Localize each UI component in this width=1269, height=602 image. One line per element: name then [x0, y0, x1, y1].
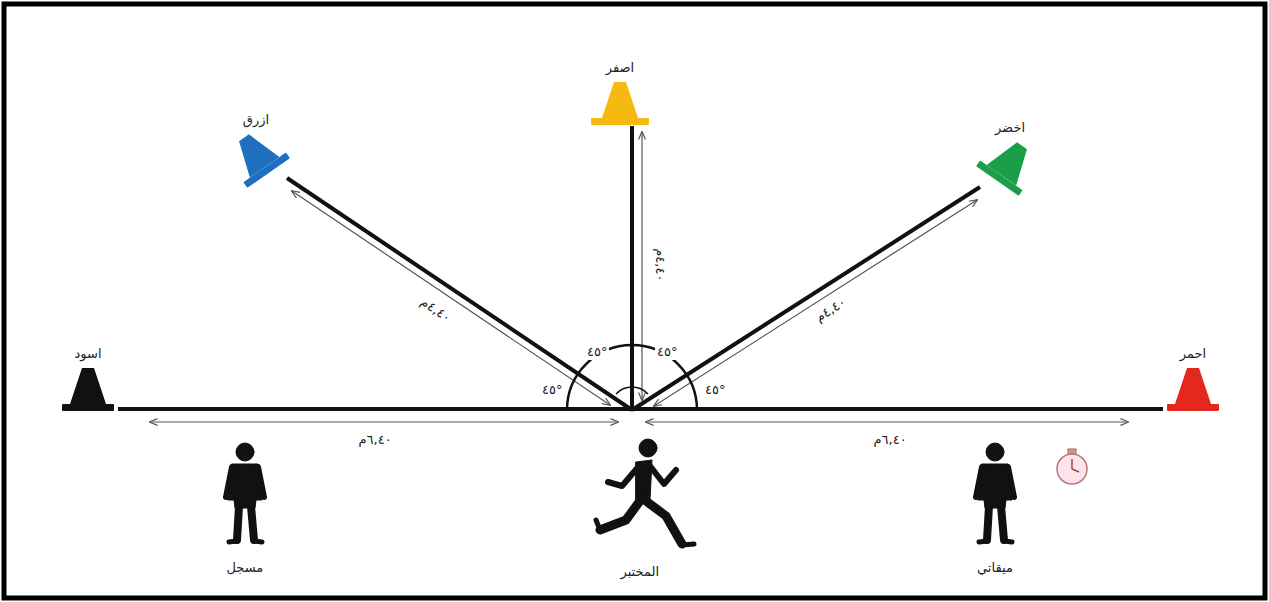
run-line — [630, 126, 634, 410]
angle-label: ٤٥° — [585, 344, 609, 360]
cone-label: اصفر — [606, 60, 634, 80]
angle-arc — [567, 345, 697, 410]
cone-label: اخضر — [995, 120, 1025, 140]
person-label: ميقاتي — [975, 560, 1015, 576]
angle-label: ٤٥° — [703, 382, 727, 398]
cone-shape — [1165, 366, 1221, 412]
person-label: مسجل — [225, 560, 266, 576]
angle-label: ٤٥° — [655, 344, 679, 360]
cone-label: ازرق — [243, 112, 269, 132]
base-line — [118, 407, 1163, 411]
dimension-line — [150, 421, 618, 422]
cone-marker: ازرق — [226, 112, 286, 178]
cone-shape — [60, 366, 116, 412]
dimension-label: ٤,٤٠م — [810, 293, 850, 326]
dimension-label: ٦,٤٠م — [872, 432, 909, 448]
cone-marker: اصفر — [587, 60, 653, 126]
frame — [4, 4, 1265, 598]
dimension-label: ٤,٤٠م — [652, 246, 668, 283]
dimension-line — [641, 132, 642, 400]
run-line — [632, 187, 980, 410]
dimension-line — [292, 191, 610, 405]
cone-label: اسود — [74, 346, 101, 366]
dimension-label: ٦,٤٠م — [357, 432, 394, 448]
angle-label: ٤٥° — [540, 382, 564, 398]
cone-label: احمر — [1180, 346, 1206, 366]
cone-marker: اسود — [58, 346, 118, 412]
stopwatch-icon — [1057, 449, 1087, 484]
angle-arc — [616, 387, 648, 394]
runner-figure — [596, 439, 694, 545]
cone-marker: اخضر — [980, 120, 1040, 186]
cone-shape — [220, 120, 292, 190]
person-label: المختبر — [619, 564, 662, 580]
recorder-figure — [226, 443, 264, 542]
dimension-line — [646, 421, 1128, 422]
timekeeper-figure — [976, 443, 1014, 542]
run-line — [287, 178, 632, 410]
dimension-line — [654, 200, 977, 406]
dimension-label: ٤,٤٠م — [415, 293, 455, 327]
cone-shape — [974, 128, 1046, 198]
cone-marker: احمر — [1163, 346, 1223, 412]
cone-shape — [589, 80, 651, 126]
